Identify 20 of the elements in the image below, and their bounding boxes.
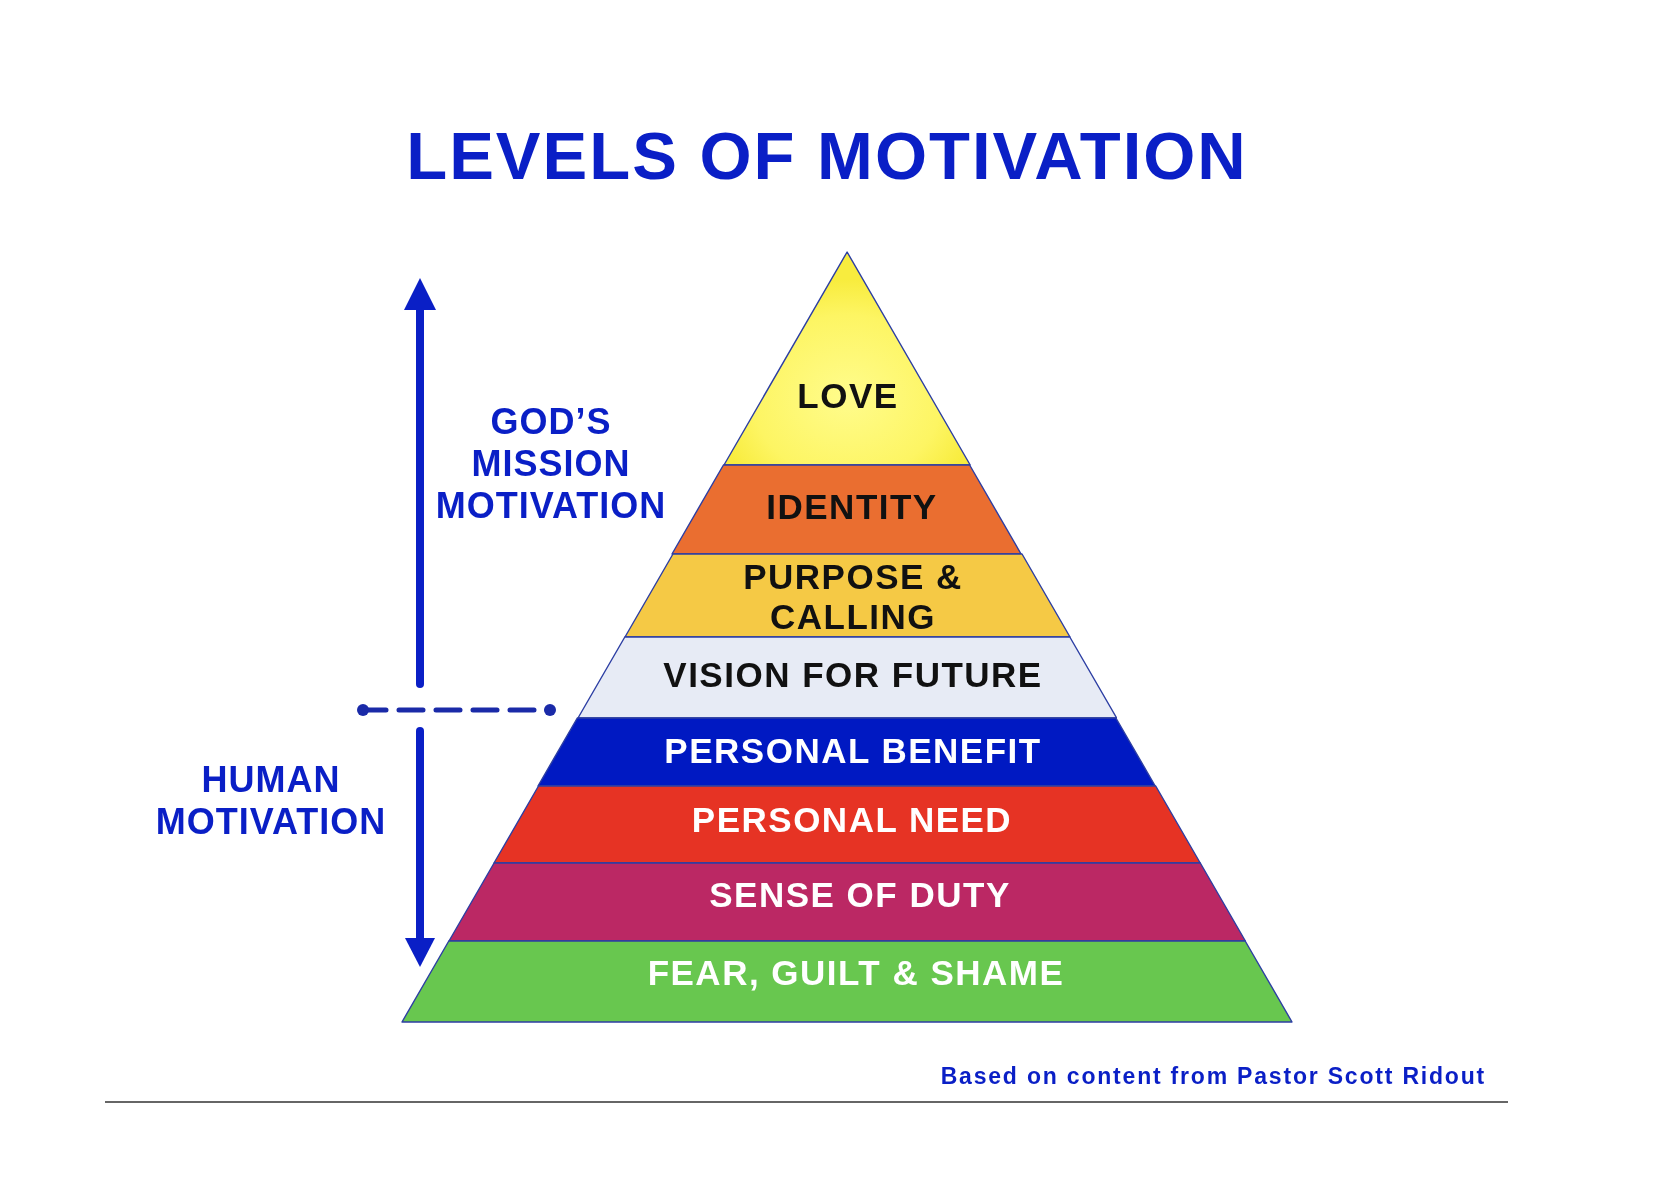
- tier-label: IDENTITY: [766, 487, 938, 527]
- diagram-title: LEVELS OF MOTIVATION: [406, 120, 1248, 192]
- pyramid-tier: [623, 553, 1071, 638]
- pyramid-tier: [722, 251, 972, 466]
- tier-label: LOVE: [797, 376, 899, 416]
- pyramid-tier: [492, 785, 1202, 864]
- side-label: HUMAN MOTIVATION: [154, 759, 388, 843]
- pyramid-tier: [401, 940, 1293, 1023]
- tier-label: VISION FOR FUTURE: [663, 655, 1043, 695]
- tier-label: FEAR, GUILT & SHAME: [647, 953, 1065, 993]
- source-credit: Based on content from Pastor Scott Ridout: [940, 1063, 1486, 1089]
- side-label: GOD’S MISSION MOTIVATION: [434, 401, 668, 527]
- pyramid-tier: [537, 717, 1157, 787]
- tier-label: PURPOSE & CALLING: [742, 557, 964, 637]
- tier-label: PERSONAL BENEFIT: [664, 731, 1042, 771]
- tier-label: PERSONAL NEED: [691, 800, 1013, 840]
- pyramid-tier: [671, 464, 1023, 555]
- pyramid-tier: [576, 636, 1118, 719]
- pyramid-tier: [447, 862, 1247, 942]
- tier-label: SENSE OF DUTY: [709, 875, 1011, 915]
